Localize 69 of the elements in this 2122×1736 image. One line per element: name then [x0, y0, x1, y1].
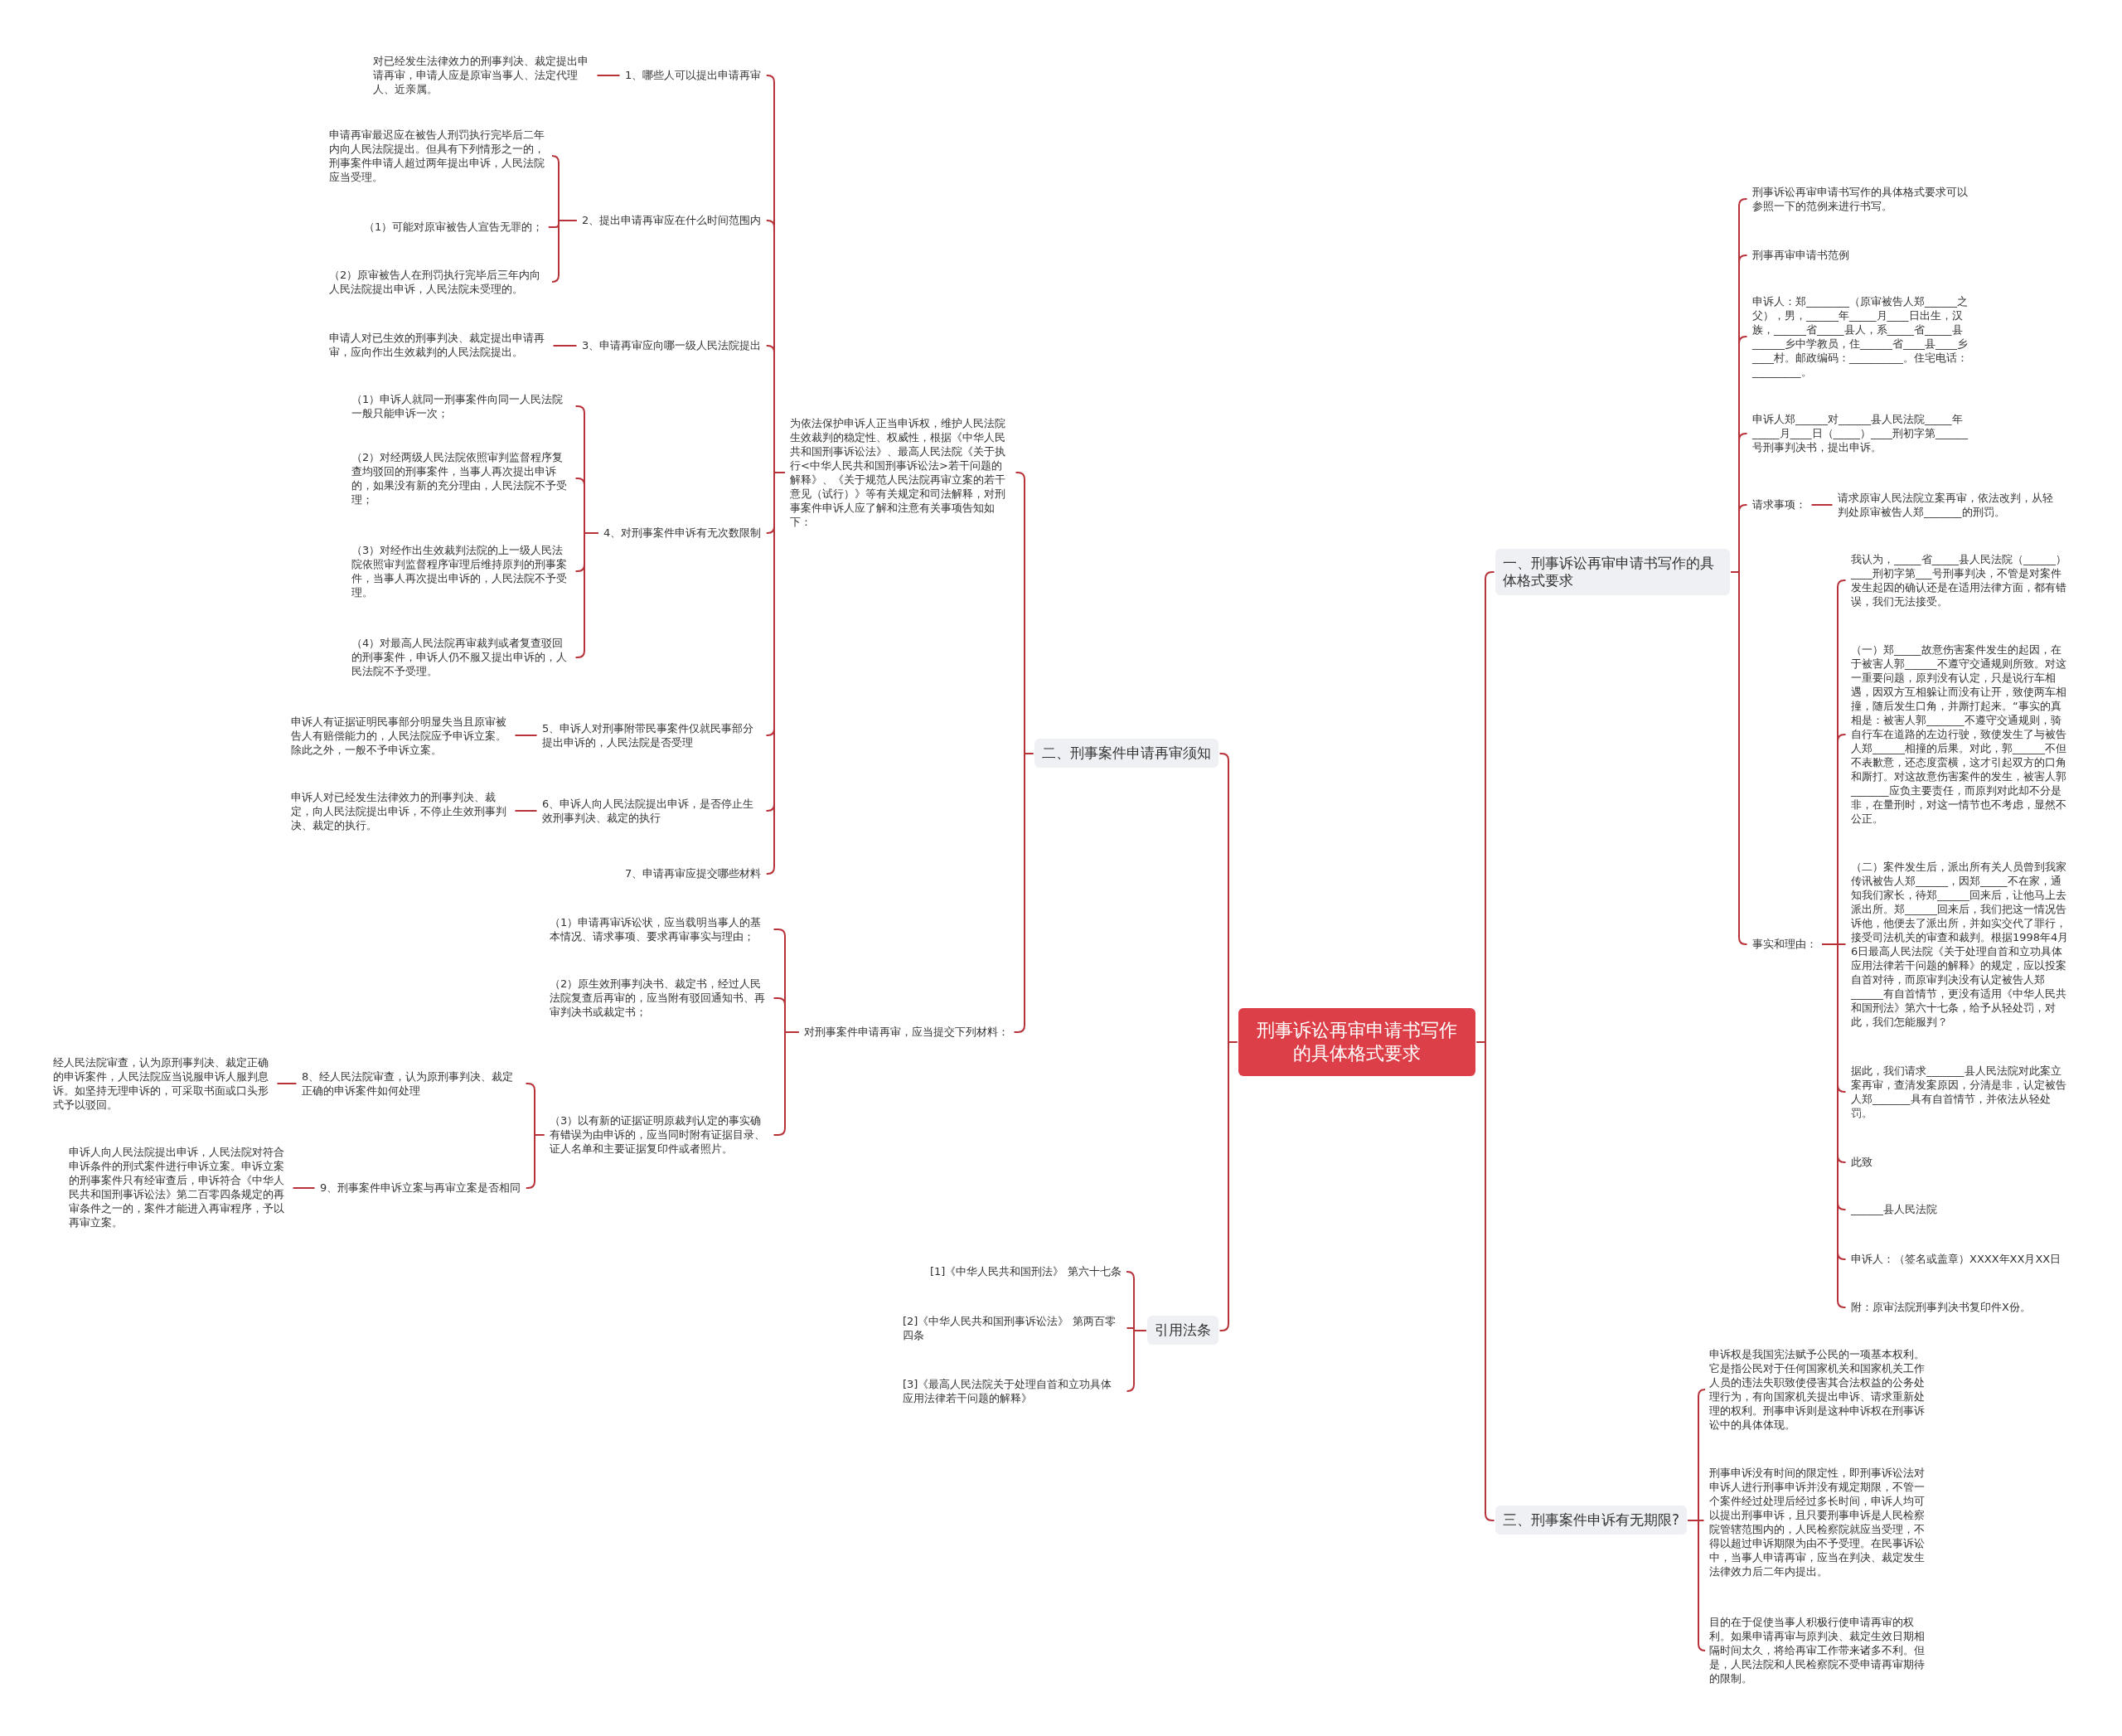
topic-text: 申诉人向人民法院提出申诉，人民法院对符合申诉条件的刑式案件进行申诉立案。申诉立案的刑事案件只有经审查后，申诉符合《中华人民共和国刑事诉讼法》第二百零四条规定的再审条件之一的，案件才能进入再审程序，予以再审立案。: [65, 1145, 292, 1229]
topic-text: 3、申请再审应向哪一级人民法院提出: [578, 338, 766, 352]
connector-line: [276, 1083, 298, 1084]
topic-text: 9、刑事案件申诉立案与再审立案是否相同: [316, 1181, 526, 1195]
topic-text: 事实和理由：: [1748, 937, 1821, 951]
topic-text: 刑事诉讼再审申请书写作的具体格式要求可以参照一下的范例来进行书写。: [1748, 185, 1975, 213]
topic-text: 申诉人有证据证明民事部分明显失当且原审被告人有赔偿能力的，人民法院应予申诉立案。除此之外，一般不予申诉立案。: [287, 715, 514, 757]
topic-text: [2]《中华人民共和国刑事诉讼法》 第两百零四条: [899, 1314, 1126, 1342]
topic-text: （1）申请再审诉讼状，应当载明当事人的基本情况、请求事项、要求再审事实与理由；: [545, 915, 773, 943]
connector-line: [1126, 1330, 1147, 1392]
topic-text: 2、提出申请再审应在什么时间范围内: [578, 213, 766, 227]
topic-text: 4、对刑事案件申诉有无次数限制: [599, 526, 766, 540]
connector-line: [514, 810, 538, 812]
topic-text: 申诉权是我国宪法赋予公民的一项基本权利。它是指公民对于任何国家机关和国家机关工作人员的违法失职致使侵害其合法权益的公务处理行为，有向国家机关提出申诉、请求重新处理的权利。刑事申诉则是这种申诉权在刑事诉讼中的具体体现。: [1705, 1347, 1932, 1432]
topic-text: （4）对最高人民法院再审裁判或者复查驳回的刑事案件，申诉人仍不服又提出申诉的，人民法院不予受理。: [347, 636, 574, 678]
topic-text: 申请人对已生效的刑事判决、裁定提出申请再审，应向作出生效裁判的人民法院提出。: [325, 331, 552, 359]
topic-text: （二）案件发生后，派出所有关人员曾到我家传讯被告人郑______，因郑_____不在家，通知我们家长，待郑______回来后，让他马上去派出所。郑______回来后，我们把这一情况告诉他，他便去了派出所，并如实交代了罪行，接受司法机关的审查和裁判。根据1998年4月6日最高人民法院《关于处理自首和立功具体应用法律若干问题的解释》的规定，应以投案自首对待，而原审判决没有认定被告人郑______有自首情节，更没有适用《中华人民共和国刑法》第六十七条，给予从轻处罚，对此，我们怎能服判？: [1847, 860, 2074, 1029]
main-topic-box: 二、刑事案件申请再审须知: [1034, 739, 1218, 768]
topic-text: 附：原审法院刑事判决书复印件X份。: [1847, 1300, 2035, 1314]
topic-text: 1、哪些人可以提出申请再审: [621, 68, 766, 82]
connector-line: [525, 1134, 545, 1189]
connector-line: [552, 345, 578, 347]
topic-text: 6、申诉人向人民法院提出申诉，是否停止生效刑事判决、裁定的执行: [538, 797, 765, 825]
topic-text: 刑事再审申请书范例: [1748, 248, 1853, 262]
connector-line: [514, 735, 538, 736]
topic-text: 此致: [1847, 1155, 1877, 1169]
connector-line: [1218, 1041, 1238, 1331]
topic-text: （2）原生效刑事判决书、裁定书，经过人民法院复查后再审的，应当附有驳回通知书、再审判决书或裁定书；: [545, 977, 773, 1019]
topic-text: [3]《最高人民法院关于处理自首和立功具体应用法律若干问题的解释》: [899, 1377, 1126, 1405]
connector-line: [596, 75, 621, 76]
topic-text: ______县人民法院: [1847, 1202, 1941, 1216]
connector-line: [551, 220, 578, 283]
main-topic-box: 一、刑事诉讼再审申请书写作的具体格式要求: [1495, 549, 1730, 595]
topic-text: 据此，我们请求_______县人民法院对此案立案再审，查清发案原因，分清是非，认定被告人郑_______具有自首情节，并依法从轻处罚。: [1847, 1064, 2074, 1120]
topic-text: [1]《中华人民共和国刑法》 第六十七条: [926, 1264, 1126, 1278]
topic-text: 申诉人：（签名或盖章）XXXX年XX月XX日: [1847, 1252, 2066, 1266]
topic-text: 我认为，_____省_____县人民法院（______）____刑初字第___号刑事判决，不管是对案件发生起因的确认还是在适用法律方面，都有错误，我们无法接受。: [1847, 552, 2074, 609]
connector-line: [1810, 504, 1834, 506]
topic-text: 申请再审最迟应在被告人刑罚执行完毕后二年内向人民法院提出。但具有下列情形之一的，刑事案件申请人超过两年提出申诉，人民法院应当受理。: [325, 128, 552, 184]
connector-line: [1687, 1520, 1706, 1651]
connector-line: [765, 472, 786, 875]
topic-text: 为依法保护申诉人正当申诉权，维护人民法院生效裁判的稳定性、权威性，根据《中华人民共和国刑事诉讼法》、最高人民法院《关于执行<中华人民共和国刑事诉讼法>若干问题的解释》、《关于规范人民法院再审立案的若干意见（试行）》等有关规定和司法解释，对刑事案件申诉人应了解和注意有关事项告知如下：: [786, 416, 1015, 529]
topic-text: （3）对经作出生效裁判法院的上一级人民法院依照审判监督程序审理后维持原判的刑事案件，当事人再次提出申诉的，人民法院不予受理。: [347, 543, 574, 599]
connector-line: [292, 1187, 316, 1189]
connector-line: [574, 532, 599, 658]
topic-text: 申诉人：郑________（原审被告人郑______之父），男，______年_____月____日出生，汉族，______省_____县人，系_____省_____县______乡中学教员，住______省____县____乡____村。邮政编码：__________。住宅电话：_________。: [1748, 294, 1975, 379]
topic-text: （2）对经两级人民法院依照审判监督程序复查均驳回的刑事案件，当事人再次提出申诉的，如果没有新的充分理由，人民法院不予受理；: [347, 450, 574, 507]
connector-line: [1475, 1041, 1495, 1521]
topic-text: （2）原审被告人在刑罚执行完毕后三年内向人民法院提出申诉，人民法院未受理的。: [325, 268, 552, 296]
topic-text: 对已经发生法律效力的刑事判决、裁定提出申请再审，申请人应是原审当事人、法定代理人、近亲属。: [369, 54, 596, 96]
topic-text: 请求原审人民法院立案再审，依法改判，从轻判处原审被告人郑_______的刑罚。: [1834, 491, 2067, 519]
topic-text: 8、经人民法院审查，认为原刑事判决、裁定正确的申诉案件如何处理: [298, 1069, 525, 1098]
topic-text: 5、申诉人对刑事附带民事案件仅就民事部分提出申诉的，人民法院是否受理: [538, 721, 765, 749]
topic-text: 经人民法院审查，认为原刑事判决、裁定正确的申诉案件，人民法院应当说服申诉人服判息诉。如坚持无理申诉的，可采取书面或口头形式予以驳回。: [49, 1055, 276, 1112]
topic-text: 刑事申诉没有时间的限定性，即刑事诉讼法对申诉人进行刑事申诉并没有规定期限，不管一个案件经过处理后经过多长时间，申诉人均可以提出刑事申诉，且只要刑事申诉是人民检察院管辖范围内的，人民检察院就应当受理，不得以超过申诉期限为由不予受理。在民事诉讼中，当事人申请再审，应当在判决、裁定发生法律效力后二年内提出。: [1705, 1466, 1932, 1578]
topic-text: 7、申请再审应提交哪些材料: [621, 866, 766, 880]
topic-text: （3）以有新的证据证明原裁判认定的事实确有错误为由申诉的，应当同时附有证据目录、证人名单和主要证据复印件或者照片。: [545, 1113, 773, 1156]
topic-text: （一）郑_____故意伤害案件发生的起因，在于被害人郭______不遵守交通规则所致。对这一重要问题，原判没有认定，只是说行车相遇，因双方互相躲让而没有让开，致使两车相撞，随后发生口角，并厮打起来。“事实的真相是：被害人郭_______不遵守交通规则，骑自行车在道路的左边行驶，致使发生了与被告人郑______相撞的后果。对此，郭______不但不表歉意，还态度蛮横，这才引起双方的口角和厮打。对这故意伤害案件的发生，被害人郭_______应负主要责任，而原判对此却不分是非，在量刑时，对这一情节也不考虑，显然不公正。: [1847, 643, 2074, 826]
main-topic-box: 三、刑事案件申诉有无期限?: [1495, 1506, 1688, 1535]
central-topic-box: 刑事诉讼再审申请书写作的具体格式要求: [1238, 1008, 1475, 1076]
topic-text: 目的在于促使当事人积极行使申请再审的权利。如果申请再审与原判决、裁定生效日期相隔时间太久，将给再审工作带来诸多不利。但是，人民法院和人民检察院不受申请再审期待的限制。: [1705, 1615, 1932, 1685]
topic-text: 请求事项：: [1748, 497, 1810, 512]
topic-text: 申诉人对已经发生法律效力的刑事判决、裁定，向人民法院提出申诉，不停止生效刑事判决、裁定的执行。: [287, 790, 514, 832]
topic-text: 申诉人郑______对______县人民法院_____年_____月____日（_____）____刑初字第______号刑事判决书，提出申诉。: [1748, 412, 1975, 454]
topic-text: （1）申诉人就同一刑事案件向同一人民法院一般只能申诉一次；: [347, 392, 574, 420]
connector-line: [1013, 753, 1034, 1033]
topic-text: 对刑事案件申请再审，应当提交下列材料：: [800, 1025, 1013, 1039]
topic-text: （1）可能对原审被告人宣告无罪的；: [360, 220, 548, 234]
main-topic-box: 引用法条: [1147, 1316, 1218, 1345]
